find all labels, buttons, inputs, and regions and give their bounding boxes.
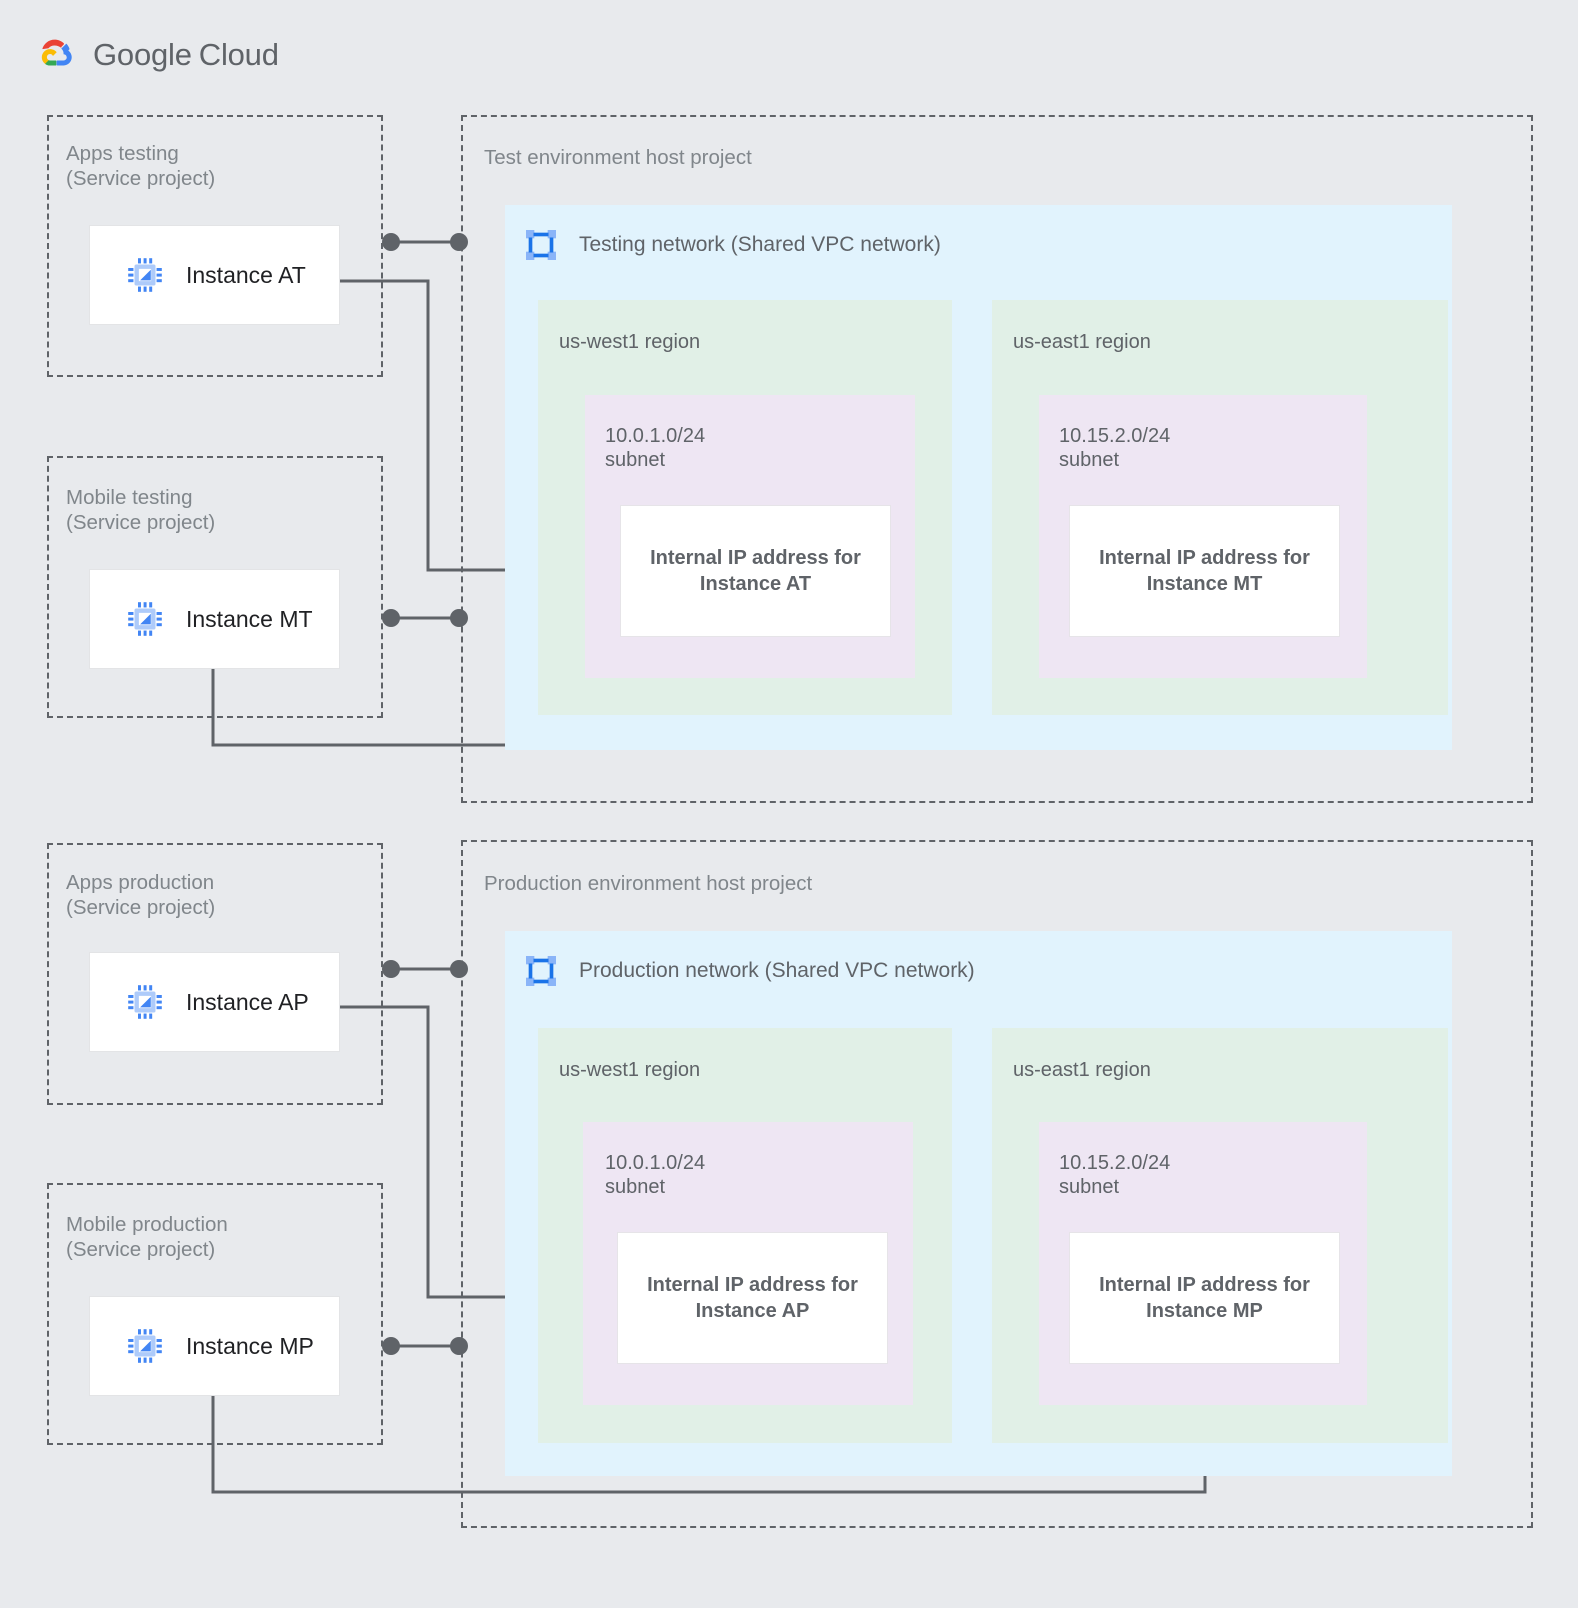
subnet-test-us-west1-label: 10.0.1.0/24 subnet: [605, 425, 706, 471]
region-production-us-east1-label: us-east1 region: [1013, 1059, 1151, 1081]
subnet-production-us-west1-label: 10.0.1.0/24 subnet: [605, 1152, 706, 1198]
connector-dot-at-left: [382, 233, 400, 251]
compute-instance-icon: [128, 258, 162, 292]
vpc-network-production-title: Production network (Shared VPC network): [579, 959, 975, 982]
service-project-apps-production-label: Apps production (Service project): [66, 871, 216, 919]
ip-box-instance-mt-text: Internal IP address for Instance MT: [1099, 547, 1310, 595]
vpc-network-icon: [526, 230, 556, 260]
instance-label-mt: Instance MT: [186, 605, 313, 632]
ip-box-instance-at: Internal IP address for Instance AT: [620, 505, 891, 637]
service-project-mobile-testing: [47, 456, 383, 718]
ip-box-instance-mp: Internal IP address for Instance MP: [1069, 1232, 1340, 1364]
compute-instance-icon: [128, 602, 162, 636]
ip-box-instance-mp-text: Internal IP address for Instance MP: [1099, 1274, 1310, 1322]
instance-label-mp: Instance MP: [186, 1332, 314, 1359]
ip-box-instance-ap: Internal IP address for Instance AP: [617, 1232, 888, 1364]
service-project-mobile-production: [47, 1183, 383, 1445]
vpc-network-testing-header: Testing network (Shared VPC network): [521, 225, 941, 265]
instance-card-apps-production[interactable]: Instance AP: [89, 952, 340, 1052]
vpc-network-production-header: Production network (Shared VPC network): [521, 951, 975, 991]
instance-card-mobile-production[interactable]: Instance MP: [89, 1296, 340, 1396]
ip-box-instance-ap-text: Internal IP address for Instance AP: [647, 1274, 858, 1322]
host-project-test-title: Test environment host project: [484, 146, 752, 169]
region-test-us-east1-label: us-east1 region: [1013, 331, 1151, 353]
logo-google-text: Google: [93, 37, 192, 72]
host-project-production: [461, 840, 1533, 1528]
subnet-test-us-east1-label: 10.15.2.0/24 subnet: [1059, 425, 1171, 471]
ip-box-instance-mt: Internal IP address for Instance MT: [1069, 505, 1340, 637]
instance-card-apps-testing[interactable]: Instance AT: [89, 225, 340, 325]
host-project-test: [461, 115, 1533, 803]
region-production-us-west1-label: us-west1 region: [559, 1059, 701, 1081]
service-project-mobile-production-label: Mobile production (Service project): [66, 1213, 228, 1261]
ip-box-instance-at-text: Internal IP address for Instance AT: [650, 547, 861, 595]
region-test-us-west1-label: us-west1 region: [559, 331, 701, 353]
host-project-production-title: Production environment host project: [484, 872, 813, 895]
connector-dot-ap-left: [382, 960, 400, 978]
instance-label-ap: Instance AP: [186, 988, 309, 1015]
vpc-network-testing-title: Testing network (Shared VPC network): [579, 233, 941, 256]
logo-cloud-text: Cloud: [198, 37, 279, 72]
instance-card-mobile-testing[interactable]: Instance MT: [89, 569, 340, 669]
compute-instance-icon: [128, 985, 162, 1019]
compute-instance-icon: [128, 1329, 162, 1363]
connector-dot-mp-left: [382, 1337, 400, 1355]
service-project-mobile-testing-label: Mobile testing (Service project): [66, 486, 216, 534]
service-project-apps-testing: [47, 115, 383, 377]
google-cloud-logo-mark: [41, 39, 72, 66]
subnet-production-us-east1-label: 10.15.2.0/24 subnet: [1059, 1152, 1171, 1198]
service-project-apps-testing-label: Apps testing (Service project): [66, 142, 216, 190]
service-project-apps-production: [47, 843, 383, 1105]
instance-label-at: Instance AT: [186, 261, 306, 288]
connector-dot-mt-left: [382, 609, 400, 627]
vpc-network-icon: [526, 956, 556, 986]
